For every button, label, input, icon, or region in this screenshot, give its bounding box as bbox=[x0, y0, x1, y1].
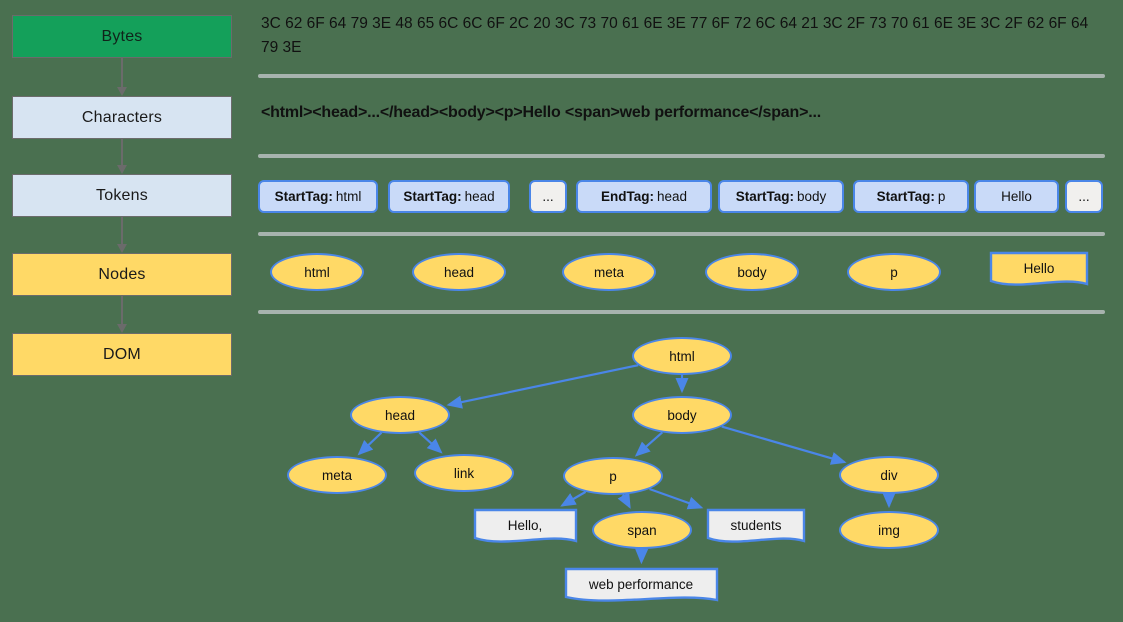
dom-node-hello: Hello, bbox=[473, 508, 578, 546]
dom-node-span: span bbox=[592, 511, 692, 549]
separator-nodes-dom bbox=[258, 310, 1105, 314]
token-kind: StartTag: bbox=[403, 189, 462, 204]
separator-tokens-nodes bbox=[258, 232, 1105, 236]
dom-node-div: div bbox=[839, 456, 939, 494]
pipeline-stage-dom: DOM bbox=[12, 333, 232, 376]
dom-node-html: html bbox=[632, 337, 732, 375]
token-value: Hello bbox=[1001, 189, 1032, 204]
token-value: html bbox=[335, 189, 362, 204]
token-chip: StartTag:p bbox=[853, 180, 969, 213]
token-value: head bbox=[464, 189, 495, 204]
pipeline-stage-characters: Characters bbox=[12, 96, 232, 139]
node-ellipse: meta bbox=[562, 253, 656, 291]
token-chip: EndTag:head bbox=[576, 180, 712, 213]
node-label: Hello bbox=[1023, 260, 1055, 276]
dom-node-label: Hello, bbox=[507, 517, 543, 533]
node-ellipse: head bbox=[412, 253, 506, 291]
dom-node-students: students bbox=[706, 508, 806, 546]
token-chip: StartTag:body bbox=[718, 180, 844, 213]
dom-node-head: head bbox=[350, 396, 450, 434]
dom-edge-p-span bbox=[617, 492, 631, 509]
dom-node-webperf: web performance bbox=[564, 567, 719, 605]
token-kind: StartTag: bbox=[274, 189, 333, 204]
separator-bytes-characters bbox=[258, 74, 1105, 78]
token-chip: Hello bbox=[974, 180, 1059, 213]
token-chip: ... bbox=[1065, 180, 1103, 213]
token-chip: StartTag:html bbox=[258, 180, 378, 213]
bytes-hex-text: 3C 62 6F 64 79 3E 48 65 6C 6C 6F 2C 20 3… bbox=[261, 15, 1089, 56]
dom-edge-head-meta bbox=[357, 431, 383, 456]
pipeline-stage-bytes: Bytes bbox=[12, 15, 232, 58]
dom-node-label: students bbox=[730, 517, 782, 533]
dom-edge-html-head bbox=[446, 364, 639, 409]
dom-edge-head-link bbox=[418, 431, 443, 454]
dom-edge-p-students bbox=[649, 487, 704, 510]
token-kind: StartTag: bbox=[735, 189, 794, 204]
dom-node-link: link bbox=[414, 454, 514, 492]
pipeline-stage-tokens: Tokens bbox=[12, 174, 232, 217]
token-chip: ... bbox=[529, 180, 567, 213]
dom-node-img: img bbox=[839, 511, 939, 549]
dom-node-label: web performance bbox=[588, 576, 694, 592]
node-ellipse: body bbox=[705, 253, 799, 291]
dom-node-p: p bbox=[563, 457, 663, 495]
pipeline-arrow-nodes-dom bbox=[117, 296, 127, 333]
token-value: body bbox=[796, 189, 827, 204]
token-value: ... bbox=[1078, 189, 1090, 204]
dom-edge-body-div bbox=[721, 425, 847, 465]
token-kind: StartTag: bbox=[876, 189, 935, 204]
node-ellipse: p bbox=[847, 253, 941, 291]
pipeline-arrow-characters-tokens bbox=[117, 139, 127, 174]
token-value: ... bbox=[542, 189, 554, 204]
token-value: p bbox=[937, 189, 946, 204]
characters-markup-text: <html><head>...</head><body><p>Hello <sp… bbox=[261, 104, 821, 121]
pipeline-stage-nodes: Nodes bbox=[12, 253, 232, 296]
token-chip: StartTag:head bbox=[388, 180, 510, 213]
separator-characters-tokens bbox=[258, 154, 1105, 158]
dom-node-body: body bbox=[632, 396, 732, 434]
pipeline-arrow-tokens-nodes bbox=[117, 217, 127, 253]
dom-node-meta: meta bbox=[287, 456, 387, 494]
pipeline-arrow-bytes-characters bbox=[117, 58, 127, 96]
dom-edge-body-p bbox=[634, 431, 663, 457]
node-ellipse: html bbox=[270, 253, 364, 291]
dom-edge-p-hello bbox=[560, 490, 587, 507]
token-value: head bbox=[656, 189, 688, 204]
node-text-document: Hello bbox=[989, 251, 1089, 289]
token-kind: EndTag: bbox=[600, 189, 654, 204]
